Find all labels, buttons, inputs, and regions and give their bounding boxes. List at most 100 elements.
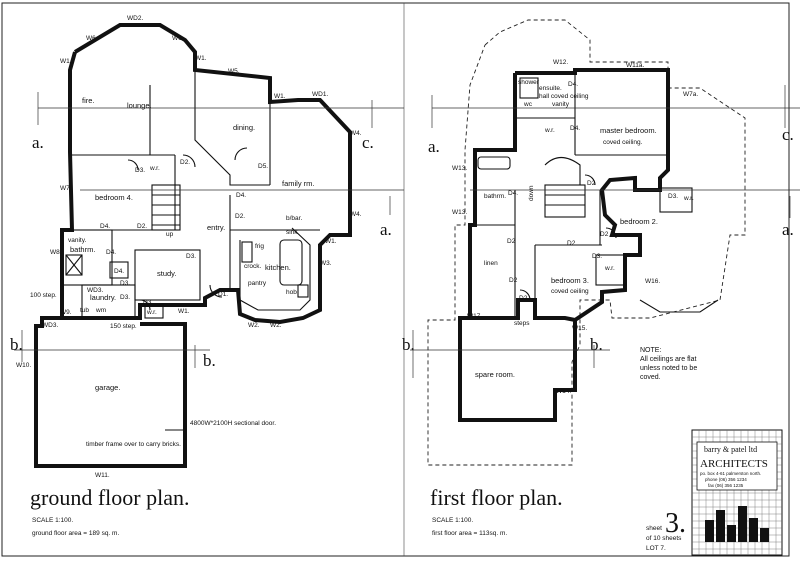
firm-phone: phone (06) 356 1234 xyxy=(705,477,747,482)
section-letter-a: a. xyxy=(380,220,392,239)
section-letter-a: a. xyxy=(782,220,794,239)
room-entry: entry. xyxy=(207,223,225,232)
room-garage: garage. xyxy=(95,383,120,392)
tag-wd3: WD3. xyxy=(87,287,103,294)
tag-d4: D4. xyxy=(100,223,110,230)
label-pantry: pantry xyxy=(248,280,267,287)
section-letter-c: c. xyxy=(782,125,794,144)
first-floor-title: first floor plan. xyxy=(430,485,563,510)
logo-bar xyxy=(760,528,769,542)
logo-bar xyxy=(727,525,736,542)
note-line: NOTE: xyxy=(640,347,661,354)
sheet-of: of 10 sheets xyxy=(646,535,682,542)
first-stair xyxy=(544,184,586,218)
tag-d1: D1. xyxy=(218,291,228,298)
room-kitchen: kitchen. xyxy=(265,263,291,272)
tag-d2: D2 xyxy=(507,238,516,245)
tag-w11: W11. xyxy=(95,472,110,479)
label-vanity: vanity. xyxy=(68,237,86,244)
tag-w2: W2. xyxy=(270,322,282,329)
stair-curve xyxy=(544,156,581,185)
tag-wd2: WD2. xyxy=(127,15,143,22)
label-wm: wm xyxy=(95,307,106,314)
tag-d3: D3. xyxy=(120,280,130,287)
tag-d3: D3. xyxy=(135,167,145,174)
tag-w15: W15. xyxy=(572,325,587,332)
tag-w2: W2. xyxy=(248,322,260,329)
ground-floor-plan: lounge. fire. dining. family rm. bedroom… xyxy=(14,15,404,537)
room-master-bedroom: master bedroom. xyxy=(600,126,657,135)
room-bedroom-2: bedroom 2. xyxy=(620,217,658,226)
tag-w13: W13. xyxy=(452,165,467,172)
door-swing xyxy=(234,147,248,161)
tag-d3: D3. xyxy=(143,299,153,306)
label-down: down xyxy=(528,185,535,201)
tag-w7: W7. xyxy=(60,185,72,192)
tag-d4: D4. xyxy=(236,192,246,199)
tag-w9: W9. xyxy=(60,309,72,316)
tag-d4: D4. xyxy=(568,81,578,88)
section-letter-c: c. xyxy=(362,133,374,152)
room-family: family rm. xyxy=(282,179,315,188)
breakfast-bar xyxy=(279,239,303,286)
label-hall-ceiling: hall coved ceiling xyxy=(539,93,589,100)
tag-w7a: W7a. xyxy=(683,91,698,98)
note-line: coved. xyxy=(640,374,661,381)
label-shower: shower xyxy=(518,79,540,86)
tag-w13: W13. xyxy=(452,209,467,216)
door-swing xyxy=(605,227,617,239)
label-wr-1: w.r. xyxy=(544,127,555,134)
logo-bar xyxy=(716,510,725,542)
tag-w1: W1. xyxy=(325,238,337,245)
label-master-ceiling: coved ceiling. xyxy=(603,139,643,146)
ground-floor-scale: SCALE 1:100. xyxy=(32,517,73,524)
label-step-150: 150 step. xyxy=(110,323,137,330)
lot-number: LOT 7. xyxy=(646,545,666,552)
shower-cross xyxy=(65,254,83,276)
first-floor-scale: SCALE 1:100. xyxy=(432,517,473,524)
tag-w14: W14. xyxy=(556,388,571,395)
sheet-label: sheet xyxy=(646,525,662,532)
tag-d3: D3. xyxy=(120,294,130,301)
wr-walls xyxy=(144,304,164,319)
stair xyxy=(151,184,181,231)
label-b3-ceiling: coved ceiling xyxy=(551,288,589,295)
tag-w1: W1. xyxy=(60,58,72,65)
room-bathrm: bathrm. xyxy=(70,245,95,254)
room-dining: dining. xyxy=(233,123,255,132)
tag-d4: D4. xyxy=(570,125,580,132)
fridge-icon xyxy=(241,241,253,263)
label-steps: steps xyxy=(514,320,530,327)
note-line: All ceilings are flat xyxy=(640,356,696,363)
tag-d2: D2 xyxy=(587,180,596,187)
tag-w3: W3. xyxy=(320,260,332,267)
label-vanity: vanity xyxy=(552,101,570,108)
door-swing xyxy=(584,174,596,186)
tag-d2: D2 xyxy=(567,240,576,247)
tag-w1: W1. xyxy=(195,55,207,62)
wardrobe-bay xyxy=(659,187,693,213)
tag-d3: D3. xyxy=(592,253,602,260)
note-sectional-door: 4800W*2100H sectional door. xyxy=(190,420,276,427)
bay-window xyxy=(639,299,719,313)
tag-w6: W6. xyxy=(172,35,184,42)
first-floor-plan: ensuite. hall coved ceiling shower vanit… xyxy=(410,19,800,537)
bathtub xyxy=(477,156,511,170)
title-block: barry & patel ltd ARCHITECTS po. box 4-6… xyxy=(691,429,783,556)
tag-w5: W5. xyxy=(228,68,240,75)
laundry-walls xyxy=(81,284,136,319)
firm-architects: ARCHITECTS xyxy=(700,458,768,470)
tag-d5: D5. xyxy=(258,163,268,170)
tag-w1: W1. xyxy=(274,93,286,100)
room-bathrm: bathrm. xyxy=(484,193,506,200)
note-line: unless noted to be xyxy=(640,365,697,372)
sheet-number: 3. xyxy=(665,508,686,539)
door-swing xyxy=(209,284,223,298)
shower xyxy=(65,254,83,276)
room-bedroom-3: bedroom 3. xyxy=(551,276,589,285)
label-wr-2: w.r. xyxy=(683,195,694,202)
tag-d4: D4. xyxy=(106,249,116,256)
label-sink: sink xyxy=(286,229,298,236)
